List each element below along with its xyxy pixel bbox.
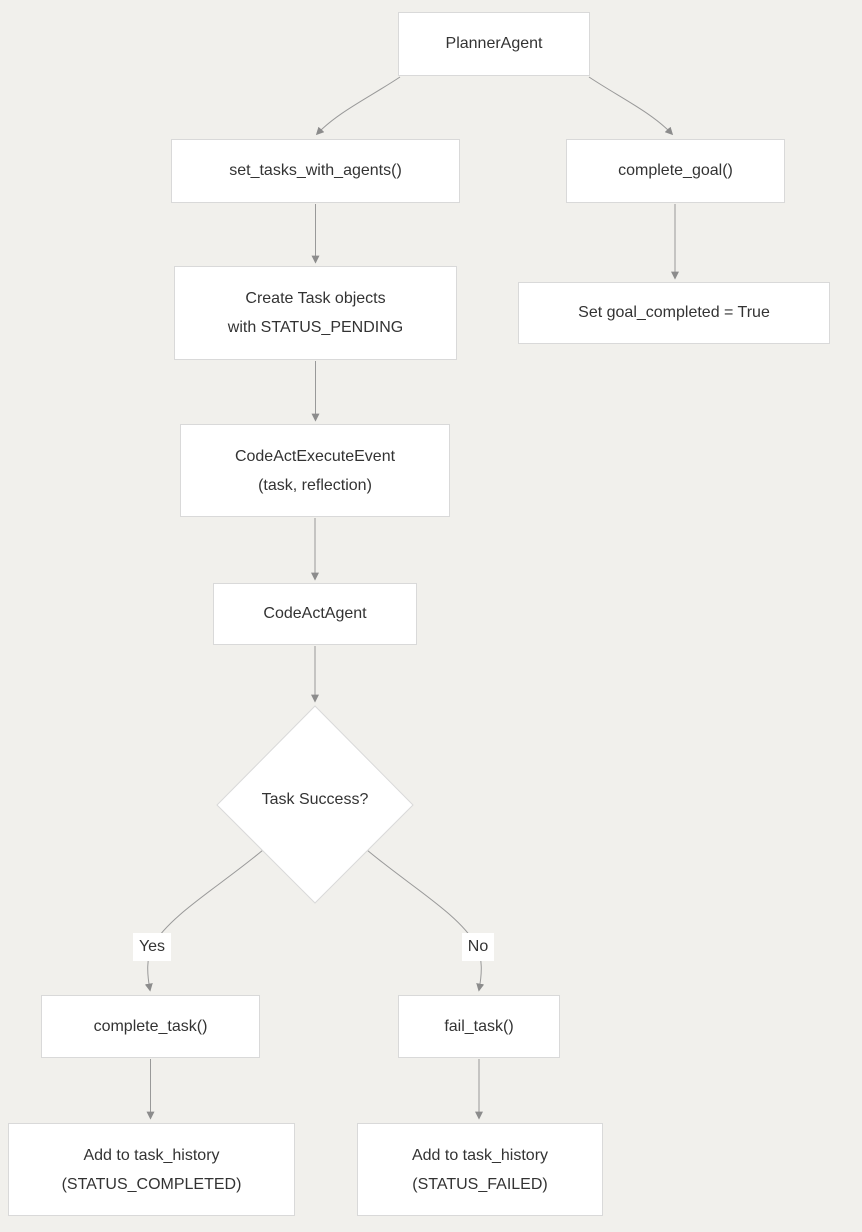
node-add-failed-line2: (STATUS_FAILED) [412,1175,548,1193]
node-fail-task: fail_task() [398,995,560,1058]
edge-label-yes: Yes [133,933,171,961]
decision-task-success-label: Task Success? [261,791,369,808]
decision-diamond [216,705,414,904]
node-create-task-line1: Create Task objects [245,290,386,307]
node-set-tasks-label: set_tasks_with_agents() [229,162,402,179]
node-codeact-event-line2: (task, reflection) [258,476,372,494]
node-add-completed-line1: Add to task_history [83,1146,220,1164]
node-codeact-agent: CodeActAgent [213,583,417,645]
node-add-failed-line1: Add to task_history [411,1146,549,1164]
node-add-completed-line2: (STATUS_COMPLETED) [61,1175,242,1193]
node-complete-goal-label: complete_goal() [618,162,733,179]
edge-decision-no-to-fail-task [366,849,485,992]
node-complete-task: complete_task() [41,995,260,1058]
node-complete-goal: complete_goal() [566,139,785,203]
node-codeact-agent-label: CodeActAgent [263,605,367,622]
node-set-tasks-with-agents: set_tasks_with_agents() [171,139,460,203]
node-planner-agent-label: PlannerAgent [445,35,543,52]
node-complete-task-label: complete_task() [93,1017,208,1035]
node-codeact-event-line1: CodeActExecuteEvent [234,447,396,465]
node-fail-task-label: fail_task() [444,1017,514,1035]
node-set-goal-completed-label: Set goal_completed = True [578,304,770,321]
edge-decision-yes-to-complete-task [144,849,264,992]
edge-label-no: No [462,933,494,961]
node-add-history-failed: Add to task_history (STATUS_FAILED) [357,1123,603,1216]
node-create-task-line2: with STATUS_PENDING [227,319,404,336]
node-create-task-objects: Create Task objects with STATUS_PENDING [174,266,457,360]
node-add-history-completed: Add to task_history (STATUS_COMPLETED) [8,1123,295,1216]
edge-planner-to-complete-goal [588,76,674,136]
edge-planner-to-set-tasks [315,76,401,136]
node-codeact-execute-event: CodeActExecuteEvent (task, reflection) [180,424,450,517]
node-planner-agent: PlannerAgent [398,12,590,76]
node-set-goal-completed: Set goal_completed = True [518,282,830,344]
